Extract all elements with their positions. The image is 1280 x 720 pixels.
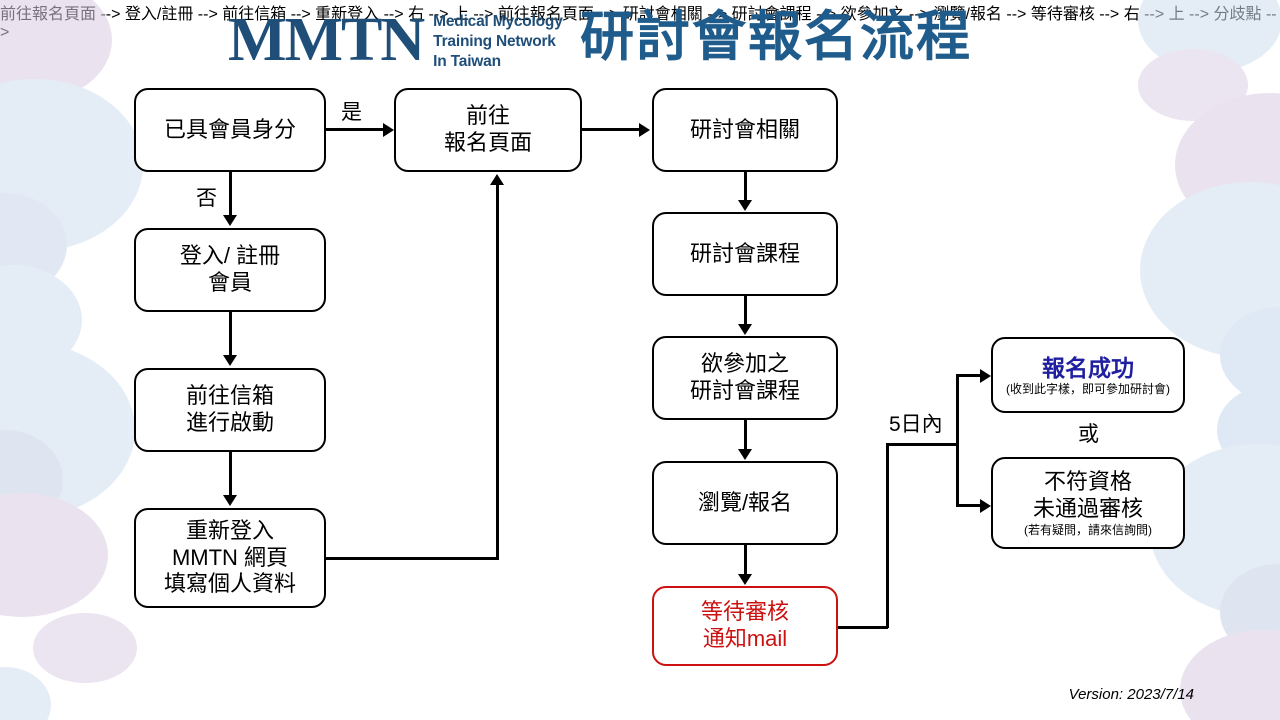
node-relogin-profile-line3: 填寫個人資料 — [163, 571, 296, 597]
node-not-qualified-sub: (若有疑問，請來信詢問) — [1024, 522, 1152, 537]
connector-await-right — [838, 626, 888, 629]
arrowhead-branch-to-rejected — [980, 499, 991, 513]
connector-branch-to-success — [956, 374, 983, 377]
connector-course-to-desired — [744, 296, 747, 326]
logo-tagline-line2: Training Network — [433, 32, 556, 50]
arrowhead-relogin-to-signup — [490, 174, 504, 185]
node-signup-success[interactable]: 報名成功 (收到此字樣，即可參加研討會) — [991, 337, 1185, 413]
node-seminar-related[interactable]: 研討會相關 — [652, 88, 838, 172]
node-goto-signup[interactable]: 前往 報名頁面 — [394, 88, 582, 172]
logo-tagline-line1: Medical Mycology — [433, 13, 563, 30]
node-seminar-course[interactable]: 研討會課程 — [652, 212, 838, 296]
node-relogin-profile[interactable]: 重新登入 MMTN 網頁 填寫個人資料 — [134, 508, 326, 608]
node-member-status[interactable]: 已具會員身分 — [134, 88, 326, 172]
node-goto-signup-line2: 報名頁面 — [443, 130, 532, 155]
arrowhead-branch-to-success — [980, 369, 991, 383]
node-await-review-line1: 等待審核 — [700, 599, 789, 625]
logo-tagline-line3: In Taiwan — [433, 52, 501, 70]
arrowhead-desired-to-browse — [738, 449, 752, 460]
edge-label-or: 或 — [1078, 423, 1099, 446]
connector-branch-to-rejected — [956, 504, 983, 507]
node-not-qualified[interactable]: 不符資格 未通過審核 (若有疑問，請來信詢問) — [991, 457, 1185, 549]
node-login-register-line1: 登入/ 註冊 — [179, 243, 281, 269]
connector-desired-to-browse — [744, 420, 747, 451]
node-mailbox-activate[interactable]: 前往信箱 進行啟動 — [134, 368, 326, 452]
connector-signup-to-related — [582, 128, 640, 131]
edge-label-no: 否 — [196, 187, 217, 210]
page-title: 研討會報名流程 — [580, 7, 972, 67]
mmtn-logo: MMTN Medical Mycology Training Network I… — [228, 8, 563, 71]
node-goto-signup-line1: 前往 — [465, 103, 510, 129]
connector-relogin-right — [326, 557, 499, 560]
node-not-qualified-line2: 未通過審核 — [1032, 495, 1143, 521]
connector-relogin-up — [496, 185, 499, 559]
node-login-register-line2: 會員 — [207, 270, 252, 295]
node-await-review[interactable]: 等待審核 通知mail — [652, 586, 838, 666]
arrowhead-browse-to-await — [738, 574, 752, 585]
connector-branch-vertical — [956, 374, 959, 506]
connector-browse-to-await — [744, 545, 747, 576]
node-seminar-course-line1: 研討會課程 — [689, 240, 800, 266]
connector-login-to-mailbox — [229, 312, 232, 357]
node-desired-course[interactable]: 欲參加之 研討會課程 — [652, 336, 838, 420]
edge-label-within-5-days: 5日內 — [889, 413, 943, 436]
node-relogin-profile-line1: 重新登入 — [185, 517, 274, 543]
node-browse-signup-line1: 瀏覽/報名 — [697, 489, 793, 515]
node-browse-signup[interactable]: 瀏覽/報名 — [652, 461, 838, 545]
node-signup-success-sub: (收到此字樣，即可參加研討會) — [1006, 381, 1170, 396]
connector-member-to-signup — [326, 128, 384, 131]
node-desired-course-line2: 研討會課程 — [689, 378, 800, 403]
arrowhead-signup-to-related — [639, 123, 650, 137]
connector-await-up — [886, 443, 889, 628]
version-text: Version: 2023/7/14 — [1068, 686, 1194, 703]
arrowhead-mailbox-to-relogin — [223, 495, 237, 506]
node-desired-course-line1: 欲參加之 — [700, 351, 789, 377]
node-mailbox-activate-line2: 進行啟動 — [185, 410, 274, 435]
connector-member-to-login — [229, 172, 232, 217]
arrowhead-course-to-desired — [738, 324, 752, 335]
node-member-status-line1: 已具會員身分 — [163, 116, 296, 142]
node-signup-success-headline: 報名成功 — [1042, 354, 1134, 381]
node-await-review-line2: 通知mail — [702, 626, 788, 651]
connector-related-to-course — [744, 172, 747, 202]
arrowhead-member-to-login — [223, 215, 237, 226]
connector-mailbox-to-relogin — [229, 452, 232, 497]
edge-label-yes: 是 — [341, 101, 362, 124]
logo-tagline: Medical Mycology Training Network In Tai… — [433, 12, 563, 71]
node-relogin-profile-line2: MMTN 網頁 — [171, 544, 289, 570]
arrowhead-login-to-mailbox — [223, 355, 237, 366]
node-login-register[interactable]: 登入/ 註冊 會員 — [134, 228, 326, 312]
node-seminar-related-line1: 研討會相關 — [689, 116, 800, 142]
node-not-qualified-line1: 不符資格 — [1043, 469, 1132, 495]
node-mailbox-activate-line1: 前往信箱 — [185, 383, 274, 409]
logo-wordmark: MMTN — [228, 5, 425, 74]
connector-branch-bar — [886, 443, 958, 446]
arrowhead-member-to-signup — [383, 123, 394, 137]
arrowhead-related-to-course — [738, 200, 752, 211]
